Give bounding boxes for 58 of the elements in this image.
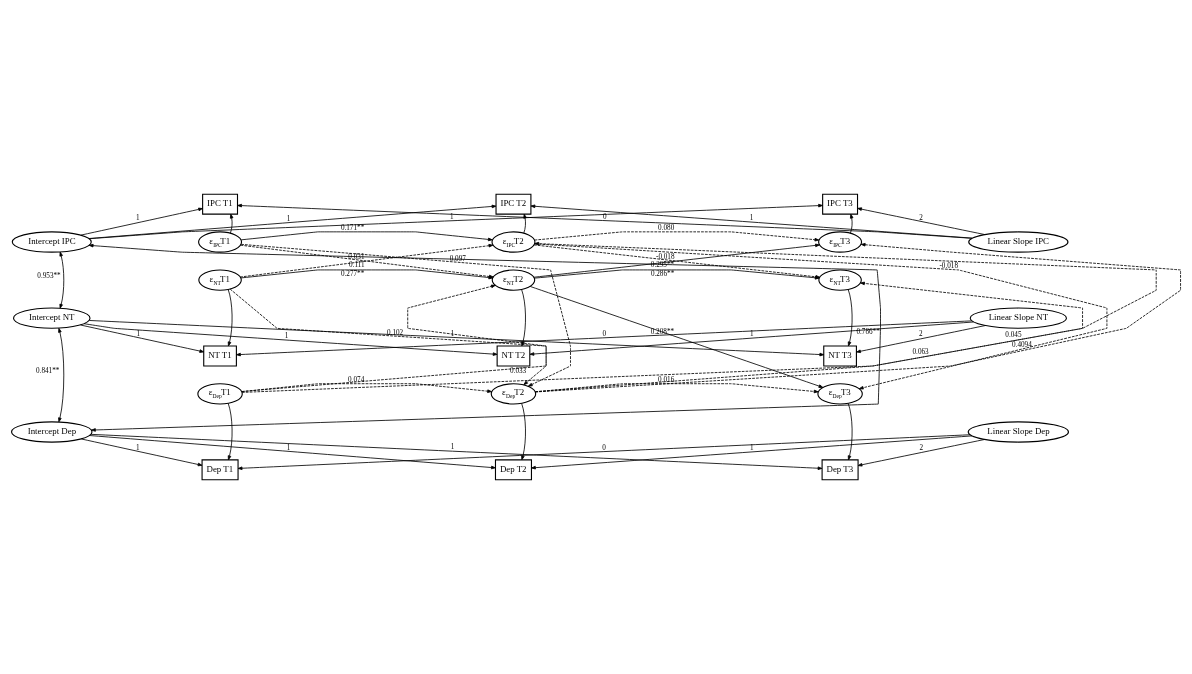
arrow: [89, 435, 496, 470]
node-ellipse: Intercept NT: [12, 307, 91, 329]
arrow: [857, 207, 985, 235]
node-ellipse: ε$_{IPC}$T1: [198, 231, 243, 253]
arrow: [59, 251, 65, 309]
node-ellipse: ε$_{Dep}$T1: [197, 383, 243, 405]
arrow: [849, 213, 854, 234]
arrow: [531, 435, 973, 470]
node-box: IPC T3: [822, 193, 859, 215]
node-ellipse: ε$_{NT}$T1: [198, 269, 242, 291]
arrow: [529, 286, 824, 388]
arrow: [530, 204, 973, 239]
node-box: NT T2: [496, 345, 531, 367]
arrow: [80, 207, 203, 236]
arrow: [521, 403, 526, 461]
node-box: NT T1: [203, 345, 237, 367]
arrow: [240, 231, 493, 242]
arrow: [88, 203, 823, 240]
node-ellipse: Linear Slope Dep: [967, 421, 1069, 443]
arrow: [58, 327, 65, 423]
arrow: [83, 323, 498, 356]
arrow: [847, 403, 853, 461]
arrow: [521, 289, 526, 347]
arrow: [847, 289, 853, 347]
arrow: [241, 383, 492, 393]
arrow: [227, 289, 233, 347]
arrow: [529, 321, 974, 356]
arrow: [227, 403, 233, 461]
node-ellipse: ε$_{NT}$T3: [818, 269, 862, 291]
arrow: [856, 325, 986, 354]
node-box: Dep T2: [494, 459, 532, 481]
node-ellipse: ε$_{IPC}$T2: [491, 231, 536, 253]
arrow: [534, 269, 820, 280]
arrow: [535, 383, 819, 394]
node-ellipse: ε$_{IPC}$T3: [818, 231, 863, 253]
arrow: [90, 433, 823, 470]
arrow: [240, 243, 571, 387]
arrow: [229, 213, 234, 234]
node-box: IPC T2: [495, 193, 532, 215]
node-ellipse: Linear Slope IPC: [968, 231, 1069, 253]
node-ellipse: Intercept Dep: [11, 421, 93, 443]
arrow: [80, 324, 205, 353]
arrow: [523, 213, 527, 234]
arrow: [88, 320, 825, 357]
node-box: NT T3: [823, 345, 857, 367]
arrow: [857, 439, 985, 467]
arrow: [237, 203, 973, 239]
arrow: [88, 243, 881, 432]
arrow: [236, 320, 973, 357]
node-box: Dep T1: [201, 459, 239, 481]
arrow: [535, 281, 1083, 393]
node-box: Dep T3: [821, 459, 859, 481]
arrow: [80, 438, 203, 467]
arrow: [237, 434, 971, 471]
node-box: IPC T1: [202, 193, 239, 215]
node-ellipse: Linear Slope NT: [969, 307, 1068, 329]
arrow: [534, 231, 820, 242]
arrow: [241, 241, 1157, 393]
